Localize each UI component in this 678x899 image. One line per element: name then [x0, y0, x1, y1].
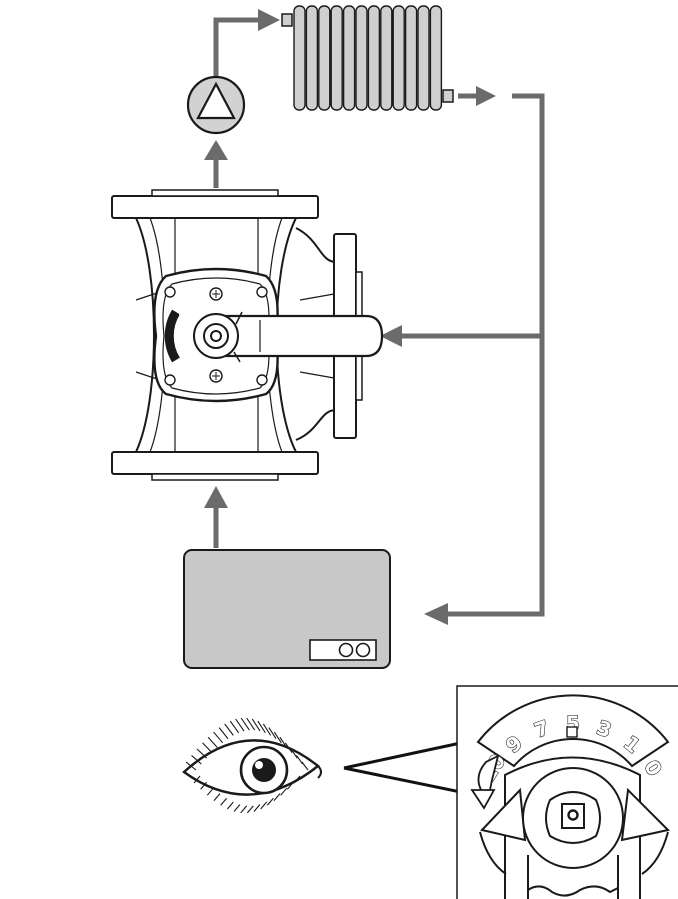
eyelash [290, 748, 298, 759]
eyelash [213, 731, 224, 744]
pump-icon [186, 75, 246, 135]
radiator-fin [404, 5, 418, 111]
eyelash [206, 787, 214, 796]
eyelash [273, 793, 281, 801]
eyelash [293, 775, 301, 784]
rotation-arrow-icon [470, 754, 500, 810]
eyelash [296, 755, 304, 765]
eyelash [260, 801, 268, 810]
eyelash [233, 804, 241, 812]
eyelash [279, 736, 288, 748]
eyelash [191, 755, 202, 765]
radiator-icon [281, 5, 454, 111]
radiator-fin [305, 5, 319, 111]
valve-scale-number-0: 0 [181, 351, 186, 359]
eyelash [185, 761, 197, 771]
eyelash [284, 742, 293, 753]
eyelash [196, 748, 208, 759]
eyelash [266, 797, 274, 806]
eyelash [218, 727, 229, 740]
radiator-fin [293, 5, 306, 111]
eye-icon [182, 717, 322, 814]
eyelash [268, 727, 277, 740]
eyelash [240, 717, 250, 731]
valve-screw-icon [164, 286, 268, 386]
valve-scale-number-10: 10 [178, 313, 188, 321]
eyelash [207, 736, 218, 748]
valve-scale-number-1: 1 [178, 345, 183, 353]
eyelash [193, 775, 201, 784]
pipe-pump-supply [204, 9, 280, 188]
eyelash [246, 717, 256, 731]
radiator-fin [355, 5, 368, 111]
radiator-fin [392, 5, 405, 111]
eyelash [253, 804, 261, 812]
eyelash [273, 731, 282, 744]
radiator-fin [342, 5, 356, 111]
eyelash [200, 781, 208, 790]
boiler-icon [183, 549, 391, 669]
eyelash [301, 761, 309, 771]
radiator-fin [367, 5, 381, 111]
eyelash [235, 718, 245, 732]
eyelash [262, 723, 272, 736]
pipe-boiler-supply [204, 486, 228, 548]
valve-scale-number-3: 3 [176, 339, 181, 347]
eyelash [251, 718, 261, 732]
eyelash [224, 723, 234, 736]
eyelash [229, 720, 240, 734]
valve-scale-number-9: 9 [178, 319, 183, 327]
eyelash [280, 787, 288, 796]
pipe-radiator-return [380, 86, 545, 625]
eyelash [226, 801, 234, 810]
radiator-fin [380, 5, 393, 111]
radiator-fin [318, 5, 331, 111]
valve-scale-number-5: 5 [176, 332, 181, 340]
radiator-fin [429, 5, 443, 111]
eyelash [220, 797, 228, 806]
eyelash [213, 793, 221, 801]
valve-scale-number-7: 7 [176, 325, 181, 333]
eyelash [246, 805, 254, 814]
eyelash [257, 720, 266, 734]
eyelash [202, 742, 213, 754]
radiator-fin [417, 5, 430, 111]
radiator-fin [330, 5, 343, 111]
eyelash [286, 781, 294, 790]
eyelash [240, 805, 248, 814]
